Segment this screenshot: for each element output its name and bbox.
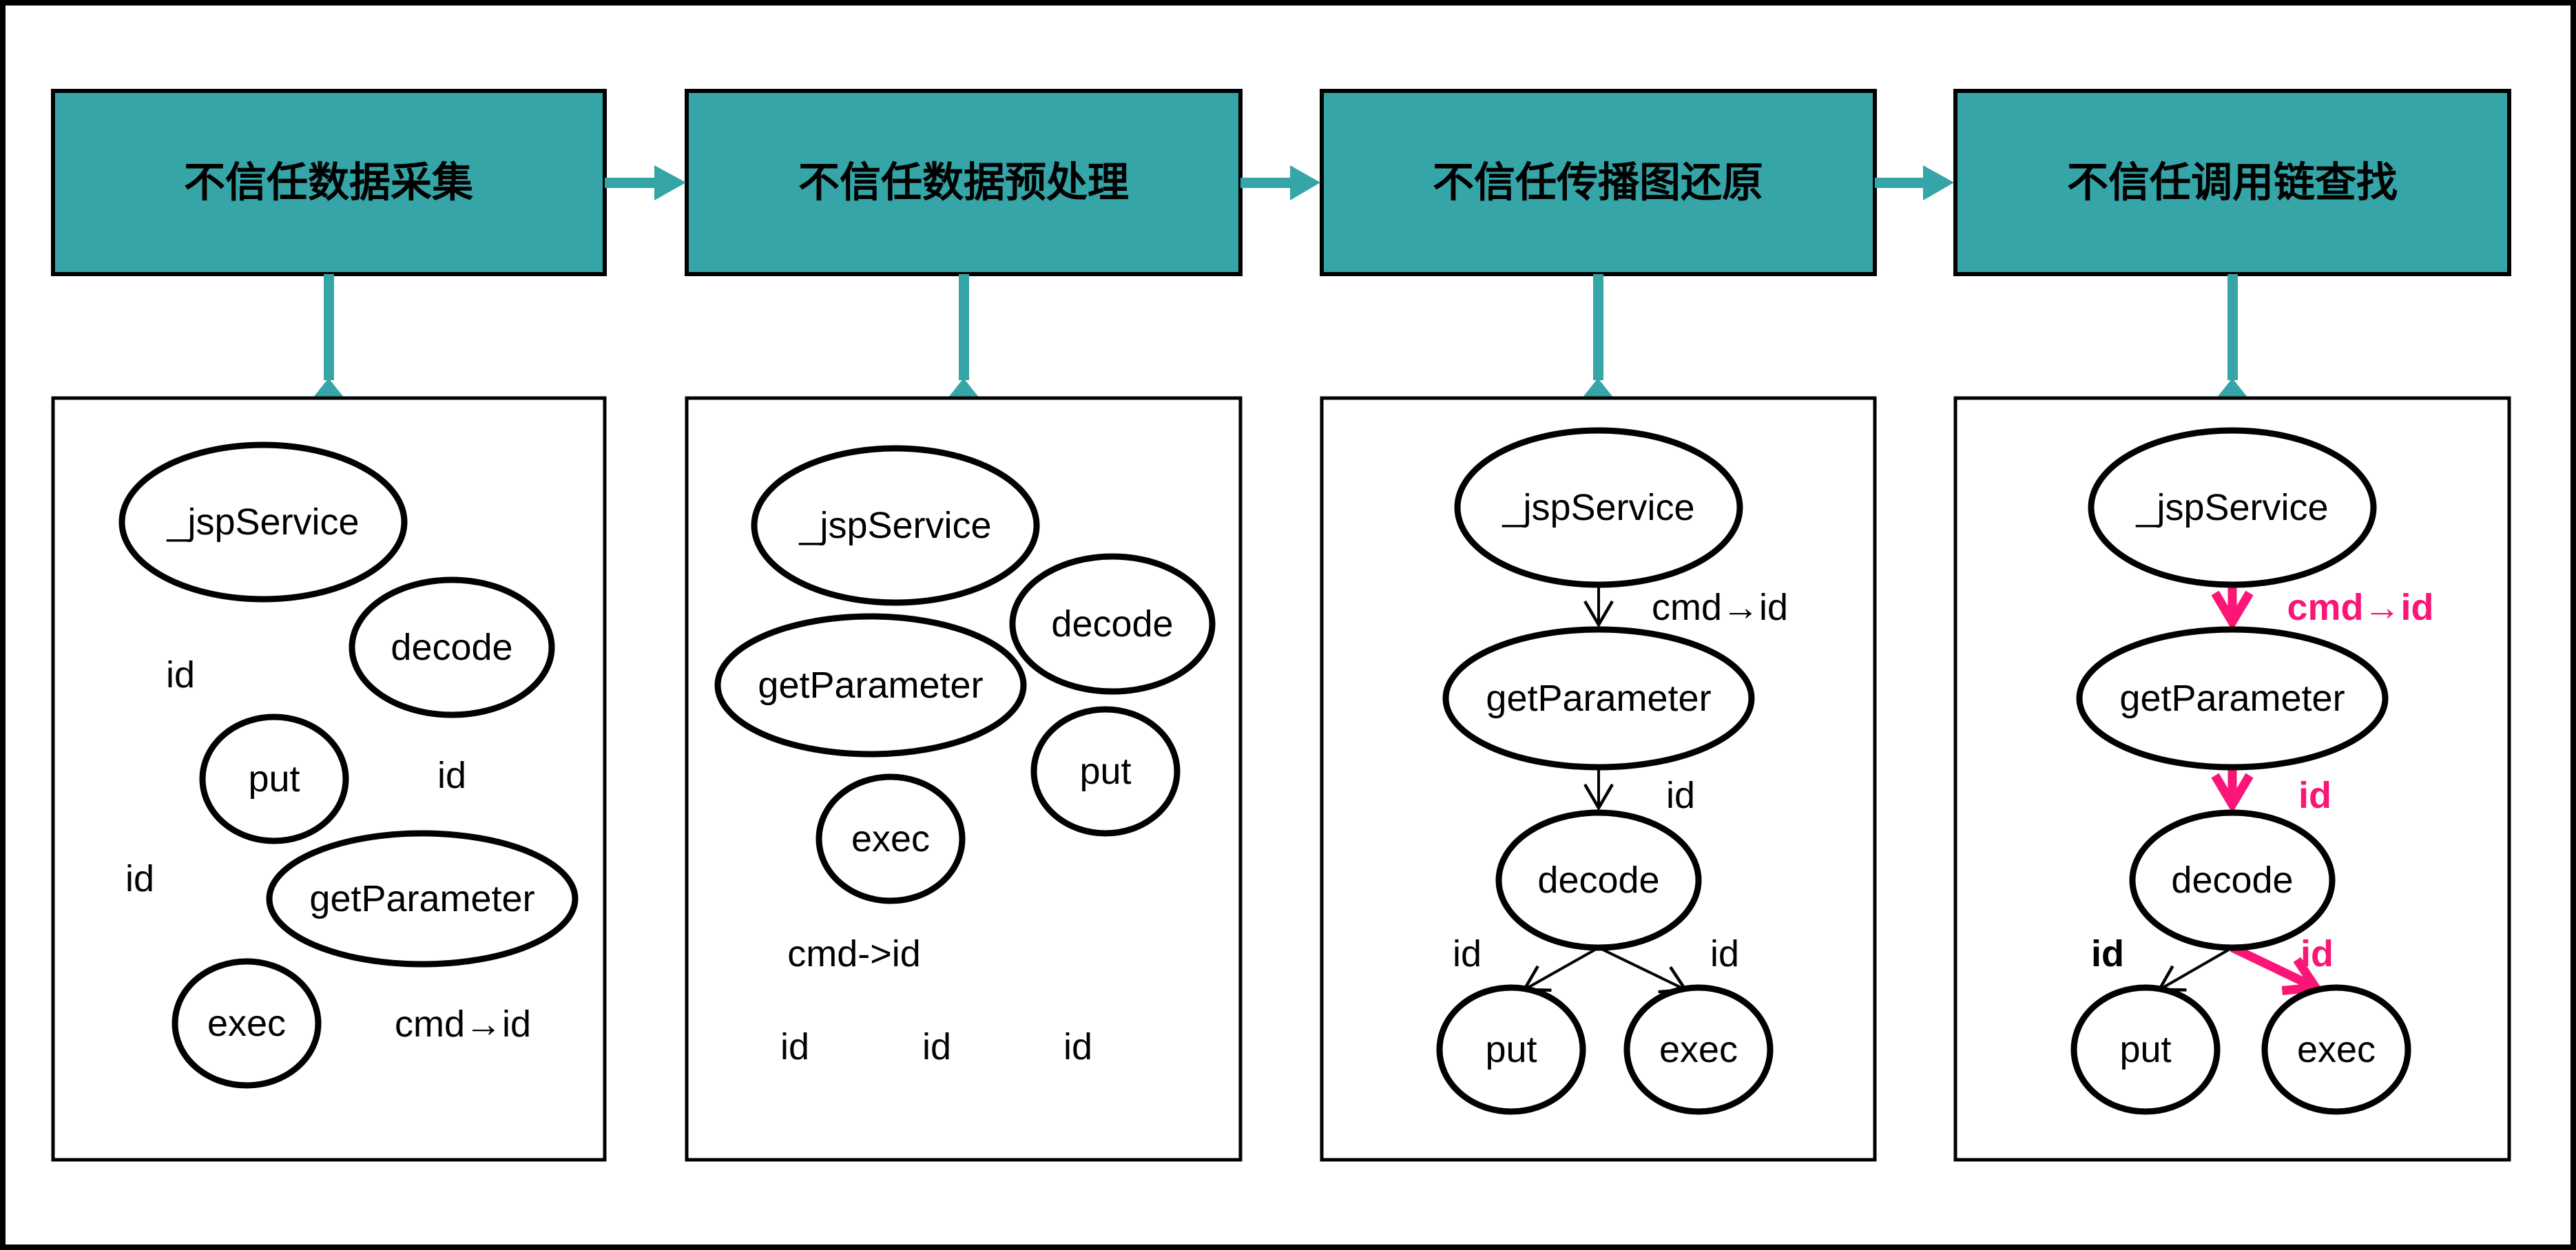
node-label: getParameter [758,665,983,706]
stage-box-4: 不信任调用链查找 [1953,89,2511,276]
panel-stage4-graph: _jspService getParameter decode put exec… [1953,396,2511,1162]
edge-label-id: id [2091,933,2124,975]
node-ellipse [118,441,408,603]
node-label: _jspService [798,505,991,546]
edge-label-id: id [166,654,195,696]
node-ellipse [1030,706,1181,837]
node-ellipse [2261,984,2411,1115]
flow-arrow-right-icon-1 [605,165,686,200]
node-ellipse [1495,809,1702,951]
node-getparameter: getParameter [714,613,1027,758]
node-ellipse [2076,626,2389,771]
node-put: put [2070,984,2221,1115]
edge-label-id: id [1063,1026,1092,1067]
node-decode: decode [1009,553,1216,695]
node-exec: exec [172,958,322,1089]
node-label: put [1079,751,1131,792]
stage-box-2: 不信任数据预处理 [685,89,1243,276]
node-label: decode [1051,603,1173,645]
stage-label: 不信任传播图还原 [1433,160,1763,206]
node-ellipse [1436,984,1586,1115]
node-label: put [248,758,300,800]
edge-label-id: id [1666,775,1695,816]
node-decode: decode [349,576,555,718]
edge-label-id: id [1710,933,1739,975]
edge-label-id: id [2298,775,2331,816]
edge-label-id: id [1453,933,1482,975]
panel-stage1-graph: _jspService decode put getParameter exec… [51,396,607,1162]
node-ellipse [1009,553,1216,695]
node-exec: exec [816,773,966,904]
node-label: decode [2171,860,2293,901]
node-getparameter: getParameter [266,830,579,968]
call-edge-arrow-icon [2157,946,2233,992]
stage-label: 不信任数据预处理 [798,160,1129,206]
node-label: decode [1537,860,1659,901]
node-ellipse [1442,626,1755,771]
node-label: put [2119,1029,2171,1070]
edge-label-id: id [437,755,466,796]
node-exec: exec [2261,984,2411,1115]
flow-arrow-right-icon-2 [1240,165,1320,200]
node-ellipse [266,830,579,968]
edge-label-id: id [125,858,154,899]
node-label: exec [851,818,930,860]
node-put: put [199,713,349,844]
edge-label-cmd-id: cmd->id [787,933,921,975]
node-ellipse [714,613,1027,758]
node-jspservice: _jspService [751,445,1040,606]
stage-label: 不信任调用链查找 [2067,160,2398,206]
node-ellipse [349,576,555,718]
node-label: decode [391,627,512,668]
node-jspservice: _jspService [118,441,408,603]
node-decode: decode [2129,809,2336,951]
node-ellipse [2070,984,2221,1115]
node-ellipse [2088,427,2377,588]
node-label: getParameter [1486,678,1711,719]
call-edge-arrow-icon [1521,946,1599,992]
node-ellipse [2129,809,2336,951]
node-label: exec [1659,1029,1738,1070]
node-label: _jspService [166,501,359,543]
edge-label-id: id [922,1026,951,1067]
node-exec: exec [1623,984,1774,1115]
node-ellipse [751,445,1040,606]
node-label: exec [2297,1029,2376,1070]
node-put: put [1436,984,1586,1115]
node-put: put [1030,706,1181,837]
node-ellipse [1623,984,1774,1115]
node-label: _jspService [2135,487,2328,528]
edge-label-cmd-id: cmd→id [1652,587,1788,628]
stage-box-3: 不信任传播图还原 [1320,89,1877,276]
edge-label-cmd-id: cmd→id [2287,587,2433,628]
node-label: _jspService [1502,487,1694,528]
node-ellipse [1454,427,1743,588]
node-jspservice: _jspService [2088,427,2377,588]
node-getparameter: getParameter [2076,626,2389,771]
stage-box-1: 不信任数据采集 [51,89,607,276]
node-label: getParameter [309,878,534,919]
node-jspservice: _jspService [1454,427,1743,588]
stage-box-rect [1953,89,2511,276]
edge-label-cmd-id: cmd→id [395,1003,531,1045]
tainted-edge-arrow-icon [2230,944,2324,995]
node-ellipse [199,713,349,844]
node-ellipse [816,773,966,904]
edge-label-id: id [2300,933,2334,975]
node-ellipse [172,958,322,1089]
node-label: getParameter [2119,678,2345,719]
stage-label: 不信任数据采集 [184,160,473,206]
call-edge-arrow-icon [1598,946,1688,994]
stage-box-rect [685,89,1243,276]
panel-stage3-graph: _jspService getParameter decode put exec… [1320,396,1877,1162]
stage-header-row: 不信任数据采集 不信任数据预处理 不信任传播图还原 不信任调用链查找 [51,89,2511,418]
node-label: put [1485,1029,1537,1070]
node-decode: decode [1495,809,1702,951]
edge-label-id: id [780,1026,809,1067]
node-getparameter: getParameter [1442,626,1755,771]
panel-stage2-graph: _jspService decode getParameter put exec… [685,396,1243,1162]
flow-arrow-right-icon-3 [1875,165,1954,200]
node-label: exec [207,1003,286,1044]
